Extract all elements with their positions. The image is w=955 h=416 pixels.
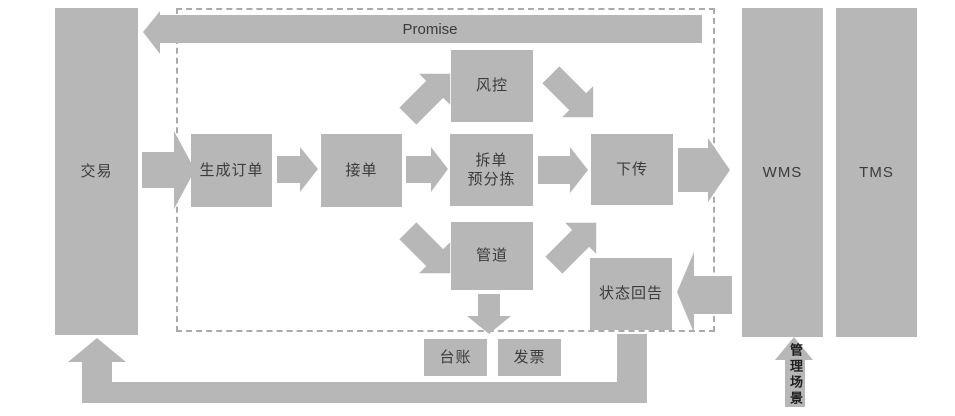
arrow-wms-to-status-head-icon [677,252,694,333]
node-create-order-label: 生成订单 [199,161,264,179]
node-pipeline: 管道 [451,222,533,290]
management-scene-arrow-shaft [785,356,805,407]
node-invoice: 发票 [498,339,561,376]
node-status-report: 状态回告 [590,258,672,330]
node-ledger: 台账 [424,339,487,376]
node-ledger-label: 台账 [439,348,472,366]
arrow-risk-to-download-icon [535,59,609,133]
node-transaction: 交易 [55,8,138,335]
node-create-order: 生成订单 [191,134,272,207]
promise-arrowhead-icon [143,11,160,54]
node-tms: TMS [836,8,917,337]
arrow-download-to-wms-icon [678,138,730,202]
arrow-pipeline-down-shaft [478,294,500,316]
node-accept-order-label: 接单 [345,161,378,179]
arrow-transaction-to-create-icon [142,131,195,209]
arrow-split-to-download-icon [538,147,588,193]
arrow-to-risk-control-icon [392,58,466,132]
node-risk-control: 风控 [451,50,533,122]
arrow-pipeline-to-download-icon [538,207,612,281]
node-pipeline-label: 管道 [475,247,508,265]
split-presort-line2: 预分拣 [467,171,516,188]
node-wms: WMS [742,8,823,337]
node-split-presort: 拆单 预分拣 [450,134,533,206]
arrow-create-to-accept-icon [277,147,318,192]
promise-bar: Promise [158,15,702,43]
arrow-to-pipeline-icon [392,215,466,289]
return-path-up-head-icon [68,338,126,362]
node-status-report-label: 状态回告 [598,285,663,303]
arrow-wms-to-status-shaft [694,276,732,314]
split-presort-line1: 拆单 [475,151,508,169]
promise-label: Promise [402,20,458,38]
node-tms-label: TMS [859,163,894,181]
arrow-accept-to-split-icon [406,147,448,192]
node-risk-control-label: 风控 [475,77,508,95]
return-path-up-shaft [82,360,112,403]
node-accept-order: 接单 [321,134,402,207]
node-download-label: 下传 [615,160,648,178]
node-invoice-label: 发票 [513,348,546,366]
node-transaction-label: 交易 [80,162,113,180]
management-scene-label: 管理场景 [788,343,803,407]
management-scene-arrow-head-icon [775,337,813,360]
node-split-presort-label: 拆单 预分拣 [467,151,515,190]
node-download: 下传 [591,134,673,205]
return-path-horizontal [112,382,647,403]
arrow-pipeline-down-head-icon [467,316,511,334]
node-wms-label: WMS [762,163,803,181]
